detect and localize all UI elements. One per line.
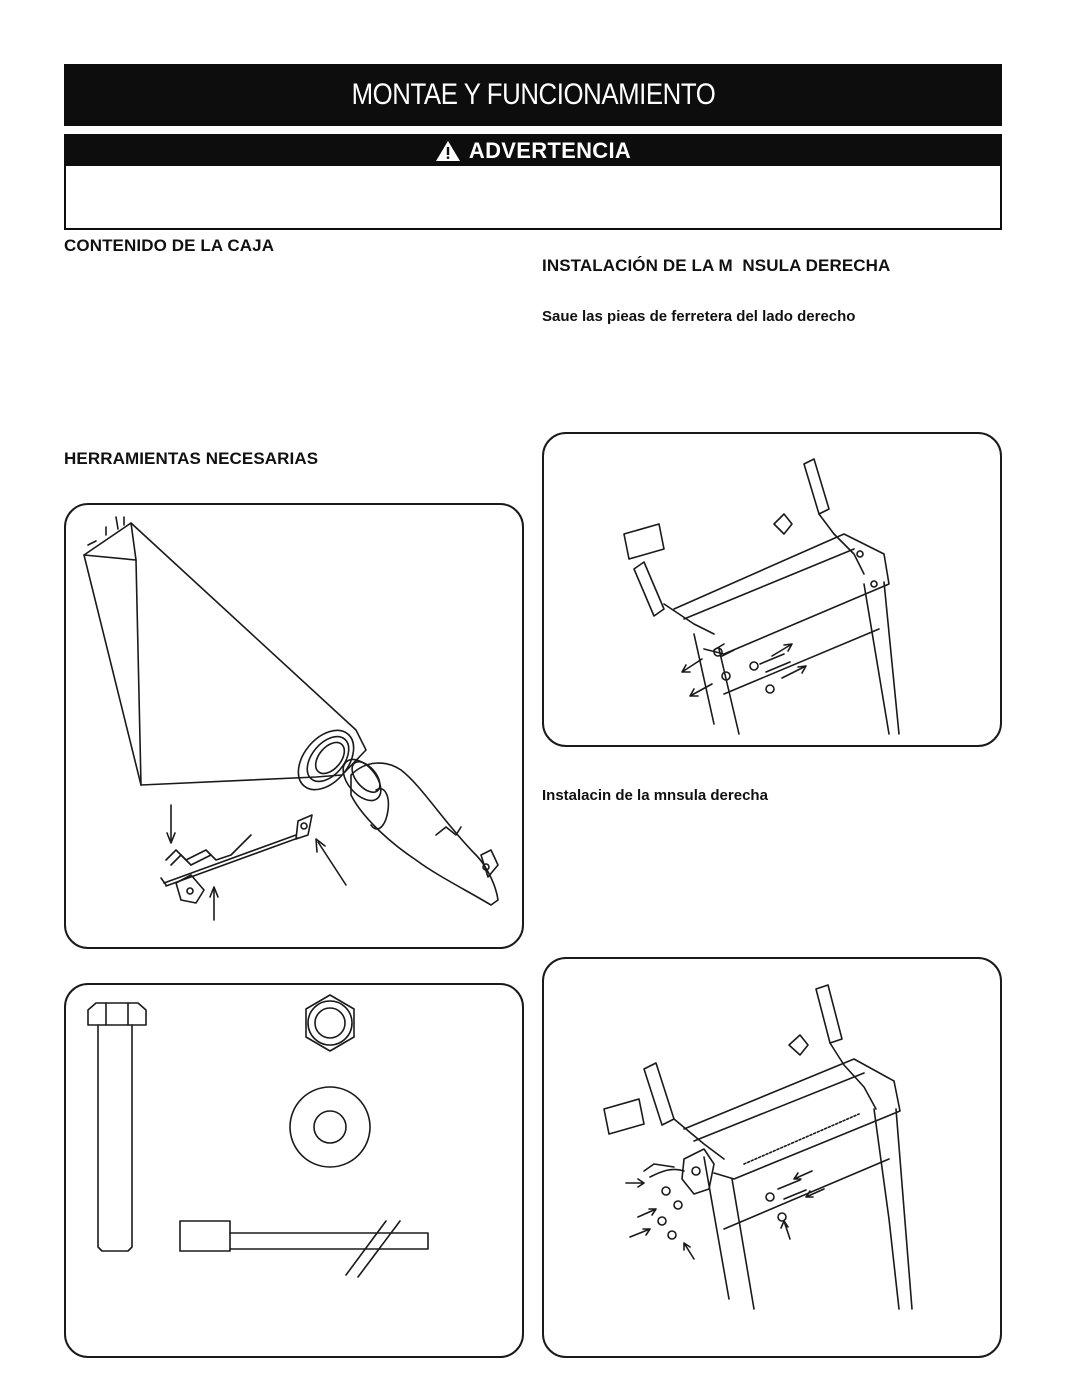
install-bracket-figure	[542, 957, 1002, 1358]
part-pointer-arrows	[166, 804, 347, 921]
hex-nut-drawing	[305, 994, 355, 1052]
chute-parts-figure	[64, 503, 524, 949]
page-title: MONTAE Y FUNCIONAMIENTO	[351, 78, 715, 111]
page-title-bar: MONTAE Y FUNCIONAMIENTO	[64, 64, 1002, 126]
control-rod-drawing	[160, 814, 313, 904]
bolt-drawing	[87, 1002, 147, 1252]
hardware-tools-figure	[64, 983, 524, 1358]
bracket-plate-drawing	[643, 1148, 715, 1195]
snowblower-handle-drawing	[603, 984, 913, 1310]
wrench-drawing	[179, 1220, 429, 1278]
removal-arrows	[681, 643, 807, 697]
warning-header: ADVERTENCIA	[66, 136, 1000, 166]
warning-label: ADVERTENCIA	[468, 138, 632, 163]
install-bracket-heading: INSTALACIÓN DE LA M NSULA DERECHA	[542, 256, 891, 275]
remove-hardware-figure	[542, 432, 1002, 747]
box-contents-heading: CONTENIDO DE LA CAJA	[64, 236, 275, 255]
figure-caption: Instalacin de la mnsula derecha	[542, 787, 768, 804]
tools-heading: HERRAMIENTAS NECESARIAS	[64, 449, 319, 468]
install-arrows	[625, 1170, 825, 1260]
install-fasteners-drawing	[657, 1179, 807, 1240]
warning-box: ADVERTENCIA	[64, 134, 1002, 230]
washer-drawing	[289, 1086, 371, 1168]
snowblower-handle-drawing	[623, 458, 900, 735]
discharge-chute-drawing	[83, 516, 499, 906]
remove-hardware-text: Saue las pieas de ferretera del lado der…	[542, 308, 856, 325]
warning-triangle-icon	[435, 141, 460, 161]
removed-fasteners-drawing	[713, 643, 791, 694]
